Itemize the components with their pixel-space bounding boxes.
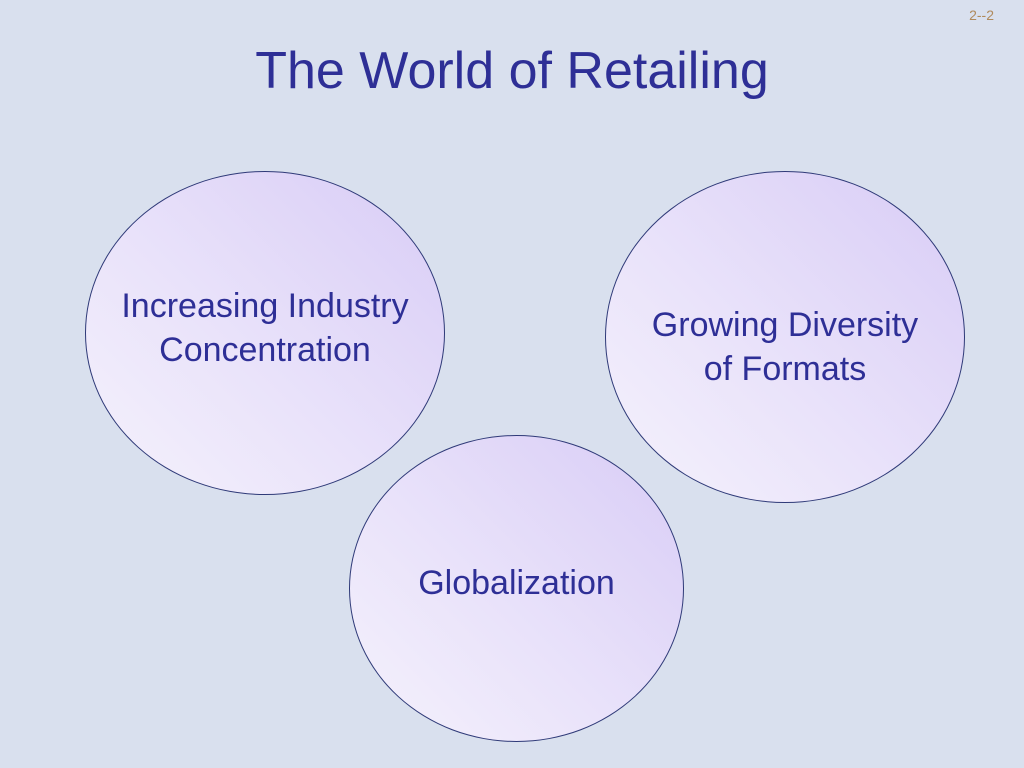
bubble-globalization: Globalization: [349, 435, 684, 742]
page-number: 2--2: [969, 7, 994, 23]
bubble-label: Globalization: [418, 564, 615, 603]
bubble-industry-concentration: Increasing Industry Concentration: [85, 171, 445, 495]
bubble-label: Growing Diversity of Formats: [651, 305, 919, 388]
bubble-label: Increasing Industry Concentration: [121, 286, 409, 369]
bubble-diversity-of-formats: Growing Diversity of Formats: [605, 171, 965, 503]
slide-title: The World of Retailing: [255, 42, 769, 100]
